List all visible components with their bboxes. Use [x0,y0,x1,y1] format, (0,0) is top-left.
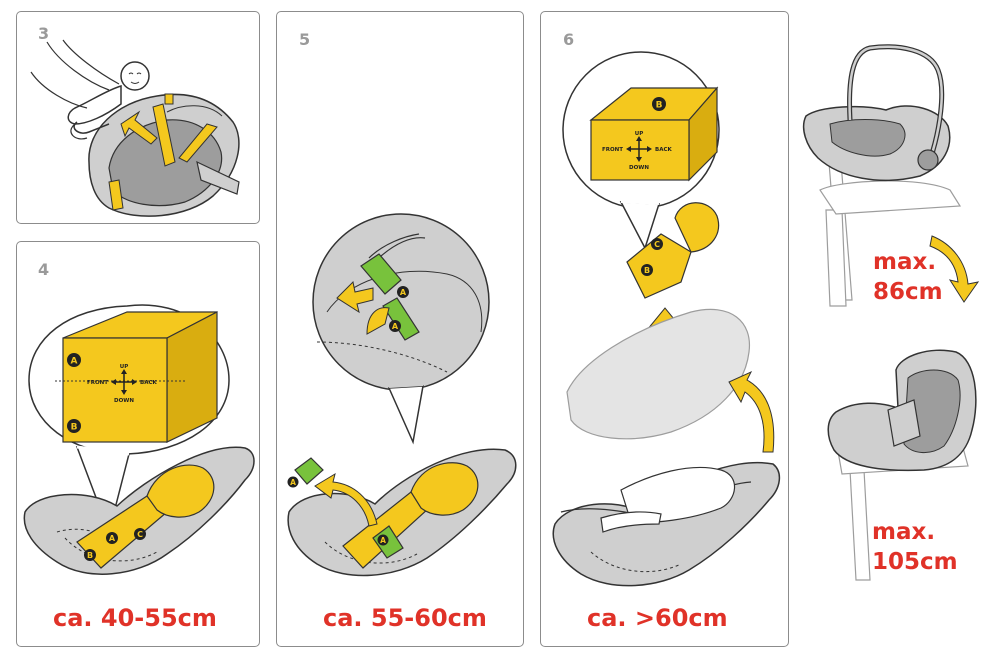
insert-marker-c: C [654,240,660,249]
step-number: 4 [38,260,50,279]
label-up: UP [635,131,644,137]
step-number: 3 [38,24,50,43]
label-front: FRONT [602,147,623,153]
removed-marker-a: A [290,478,296,487]
label-down: DOWN [629,165,649,171]
insert-marker-b: B [644,266,650,275]
arrow-icon [336,280,374,314]
callout-marker-a2: A [392,322,399,331]
direction-cross-icon [626,136,652,162]
step-6-panel: 6 B UP DOWN FRONT BACK C B [540,11,789,647]
step-5-caption: ca. 55-60cm [323,604,487,632]
step-6-illustration: B UP DOWN FRONT BACK C B [552,51,781,587]
step-3-illustration [30,39,240,217]
arrow-icon [728,370,775,453]
step-number: 5 [299,30,311,49]
max-105-line2: 105cm [872,549,958,575]
callout-marker-a1: A [400,288,407,297]
arrow-icon [120,110,158,145]
step-4-illustration: A B UP DOWN FRONT BACK B A C [23,304,255,575]
label-down: DOWN [114,398,134,404]
label-up: UP [120,364,129,370]
label-front: FRONT [87,380,108,386]
step-5-panel: 5 A A A A ca. 55-60cm [276,11,524,647]
callout-marker-b: B [656,101,663,111]
seat-marker-a: A [109,534,116,543]
seat-marker-a: A [380,536,386,545]
direction-cross-icon [111,369,137,395]
max-86-line2: 86cm [873,279,943,305]
baby-icon [67,61,150,140]
max-86-line1: max. [873,249,937,275]
step-4-panel: 4 A B UP DOWN FRONT BACK [16,241,260,647]
seat-marker-c: C [137,530,143,539]
max-105-label: max. 105cm [872,517,958,577]
step-number: 6 [563,30,575,49]
marker-b: B [71,423,78,433]
step-6-caption: ca. >60cm [587,604,728,632]
step-5-illustration: A A A A [287,213,517,577]
step-3-panel: 3 [16,11,260,224]
label-back: BACK [655,147,672,153]
insert-icon [55,311,218,443]
marker-a: A [71,357,78,367]
label-back: BACK [140,380,157,386]
seat-marker-b: B [87,551,93,560]
step-4-caption: ca. 40-55cm [53,604,217,632]
max-105-line1: max. [872,519,936,545]
arrow-icon [314,472,378,527]
max-86-label: max. 86cm [873,247,943,307]
